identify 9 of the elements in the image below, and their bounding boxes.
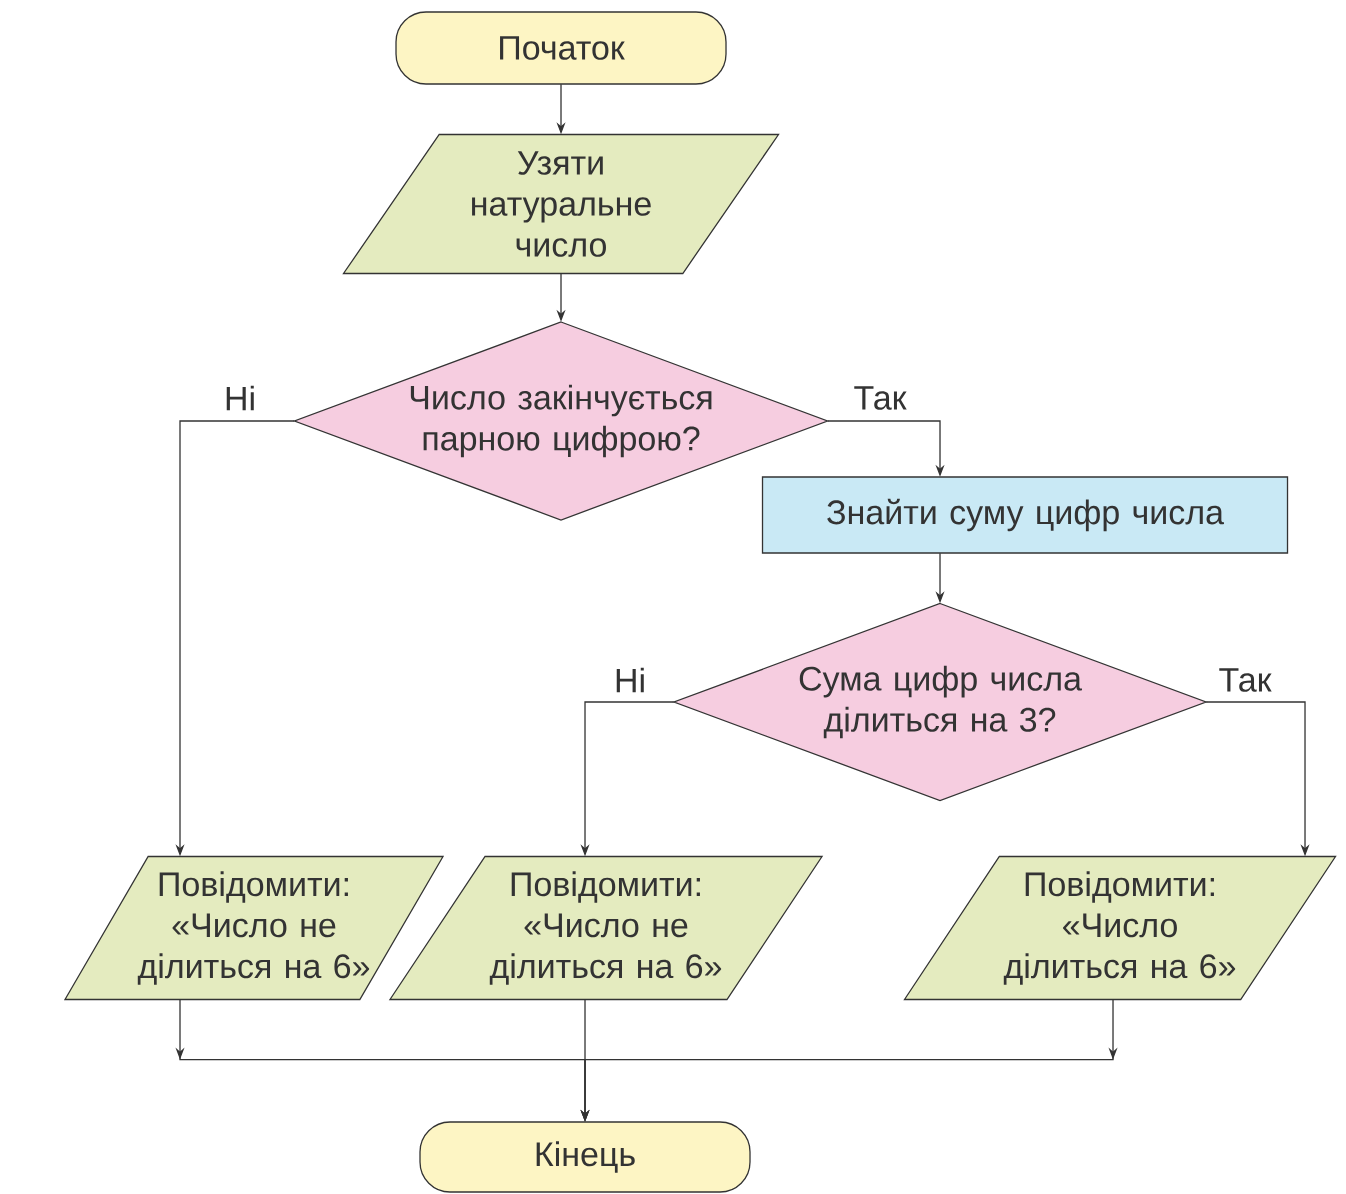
process-box: Знайти суму цифр числа <box>761 476 1289 554</box>
edge-label: Ні <box>221 383 259 413</box>
edge-label: Ні <box>611 665 649 695</box>
io-parallelogram: Повідомити: «Число ділиться на 6» <box>903 855 1337 1001</box>
io-parallelogram: Узяти натуральне число <box>342 133 780 275</box>
terminal-box: Початок <box>395 11 727 85</box>
edge-label: Так <box>851 384 909 412</box>
terminal-box: Кінець <box>419 1121 751 1193</box>
edge-label: Так <box>1216 666 1274 694</box>
